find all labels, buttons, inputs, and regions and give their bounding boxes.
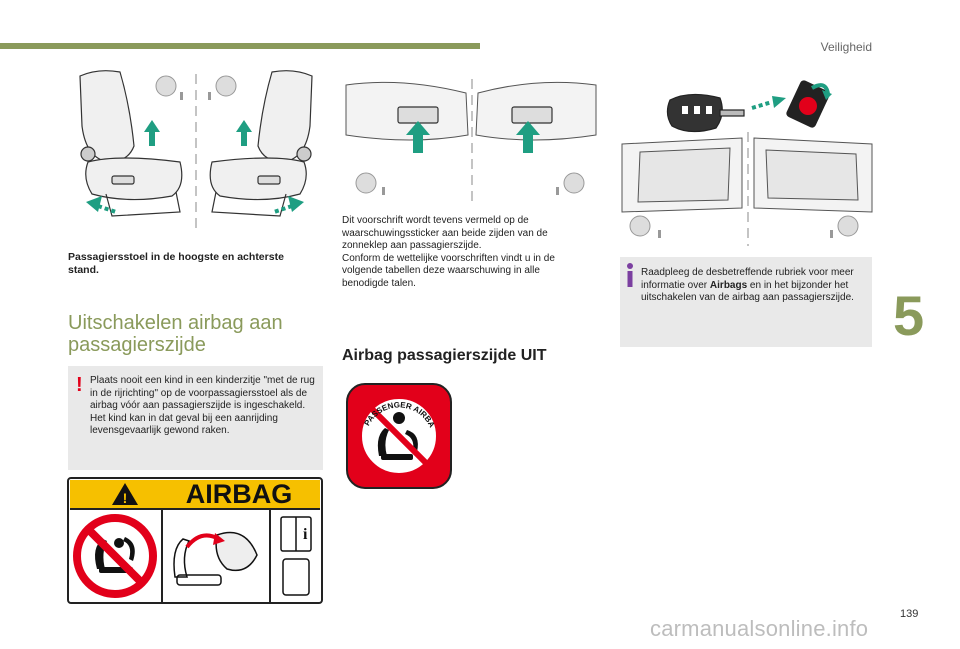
section-heading: Uitschakelen airbag aan passagierszijde — [68, 312, 283, 356]
chapter-number: 5 — [893, 284, 925, 347]
seat-position-illustration — [68, 66, 324, 232]
passenger-airbag-off-sticker: PASSENGER AIRBAG — [345, 382, 452, 489]
info-text-prefix: Raadpleeg de desbetreffende rubriek voor… — [641, 267, 854, 291]
warning-text: Plaats nooit een kind in een kinderzitje… — [90, 375, 315, 436]
glovebox-key-illustration — [620, 76, 874, 248]
sun-visor-illustration — [342, 75, 600, 206]
section-title: Veiligheid — [820, 40, 872, 54]
sticker-body-text: Dit voorschrift wordt tevens vermeld op … — [342, 215, 555, 289]
info-box — [620, 257, 872, 347]
page-number: 139 — [900, 608, 919, 620]
airbag-label-text: AIRBAG — [186, 479, 293, 509]
info-text: Raadpleeg de desbetreffende rubriek voor… — [641, 267, 867, 305]
seat-caption: Passagiersstoel in de hoogste en achters… — [68, 251, 284, 276]
warning-exclamation-icon: ! — [76, 374, 83, 396]
info-text-airbags-bold: Airbags — [709, 279, 748, 291]
watermark: carmanualsonline.info — [650, 616, 869, 641]
header-accent-bar — [0, 43, 480, 49]
info-icon — [627, 263, 633, 287]
warning-box — [68, 366, 323, 470]
svg-text:!: ! — [123, 490, 128, 506]
airbag-off-heading: Airbag passagierszijde UIT — [342, 347, 547, 364]
svg-text:i: i — [303, 526, 308, 543]
airbag-warning-label: ! i AIRBAG — [67, 477, 323, 604]
info-text-suffix: en in het bijzonder het uitschakelen van… — [641, 279, 854, 304]
